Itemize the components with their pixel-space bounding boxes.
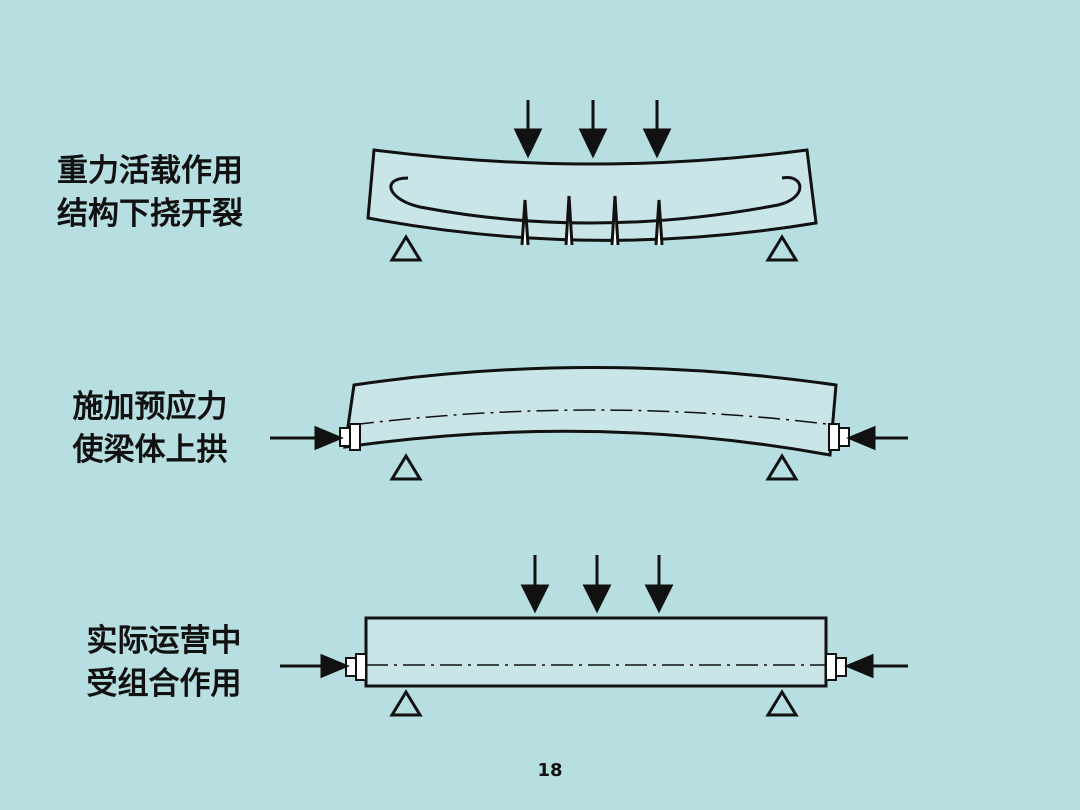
- beam-body: [366, 148, 818, 242]
- prestress-arrowhead-icon: [846, 425, 876, 451]
- right-anchor-block: [828, 423, 840, 451]
- prestress-arrows: [280, 653, 908, 679]
- left-support-icon: [389, 453, 423, 481]
- prestress-arrowhead-icon: [844, 653, 874, 679]
- left-anchor-plate: [339, 427, 351, 447]
- crack-icon: [654, 199, 664, 246]
- right-support-icon: [765, 234, 799, 262]
- diagram-1-label-line1: 重力活载作用: [57, 153, 243, 189]
- beam-body: [343, 366, 838, 457]
- diagram-2-label-line1: 施加预应力: [72, 389, 228, 425]
- right-anchor-block: [825, 653, 837, 681]
- load-arrowhead-icon: [582, 584, 612, 614]
- right-anchor-plate: [835, 657, 847, 677]
- left-anchor-block: [349, 423, 361, 451]
- prestress-arrowhead-icon: [314, 425, 344, 451]
- diagram-1-label: 重力活载作用 结构下挠开裂: [30, 150, 270, 236]
- load-arrowhead-icon: [578, 128, 608, 159]
- load-arrowhead-icon: [642, 128, 672, 159]
- diagram-3-label: 实际运营中 受组合作用: [44, 620, 284, 706]
- diagram-1-label-line2: 结构下挠开裂: [57, 196, 243, 232]
- centerline: [351, 409, 836, 426]
- left-support-icon: [389, 689, 423, 717]
- right-anchor-plate: [838, 427, 850, 447]
- diagram-3-load-arrows: [520, 555, 674, 614]
- left-anchor-block: [355, 653, 367, 681]
- diagram-2-cambered-beam: [270, 366, 908, 481]
- load-arrowhead-icon: [513, 128, 543, 159]
- diagram-3-label-line1: 实际运营中: [86, 623, 242, 659]
- crack-marks: [520, 195, 664, 246]
- prestress-arrows: [270, 425, 908, 451]
- crack-icon: [564, 195, 574, 246]
- diagram-2-label-line2: 使梁体上拱: [72, 432, 228, 468]
- diagram-1-sagging-beam: [366, 100, 818, 262]
- diagram-3-straight-beam: [280, 555, 908, 717]
- left-anchor-plate: [345, 657, 357, 677]
- load-arrowhead-icon: [644, 584, 674, 614]
- load-arrowhead-icon: [520, 584, 550, 614]
- diagram-1-load-arrows: [513, 100, 672, 159]
- prestress-arrowhead-icon: [320, 653, 350, 679]
- page-number: 18: [537, 760, 563, 781]
- diagram-3-label-line2: 受组合作用: [86, 666, 242, 702]
- diagram-2-label: 施加预应力 使梁体上拱: [30, 386, 270, 472]
- right-support-icon: [765, 689, 799, 717]
- crack-icon: [520, 199, 530, 246]
- tendon-curve: [389, 176, 802, 225]
- beam-body: [364, 616, 828, 688]
- crack-icon: [610, 195, 620, 246]
- left-support-icon: [389, 234, 423, 262]
- right-support-icon: [765, 453, 799, 481]
